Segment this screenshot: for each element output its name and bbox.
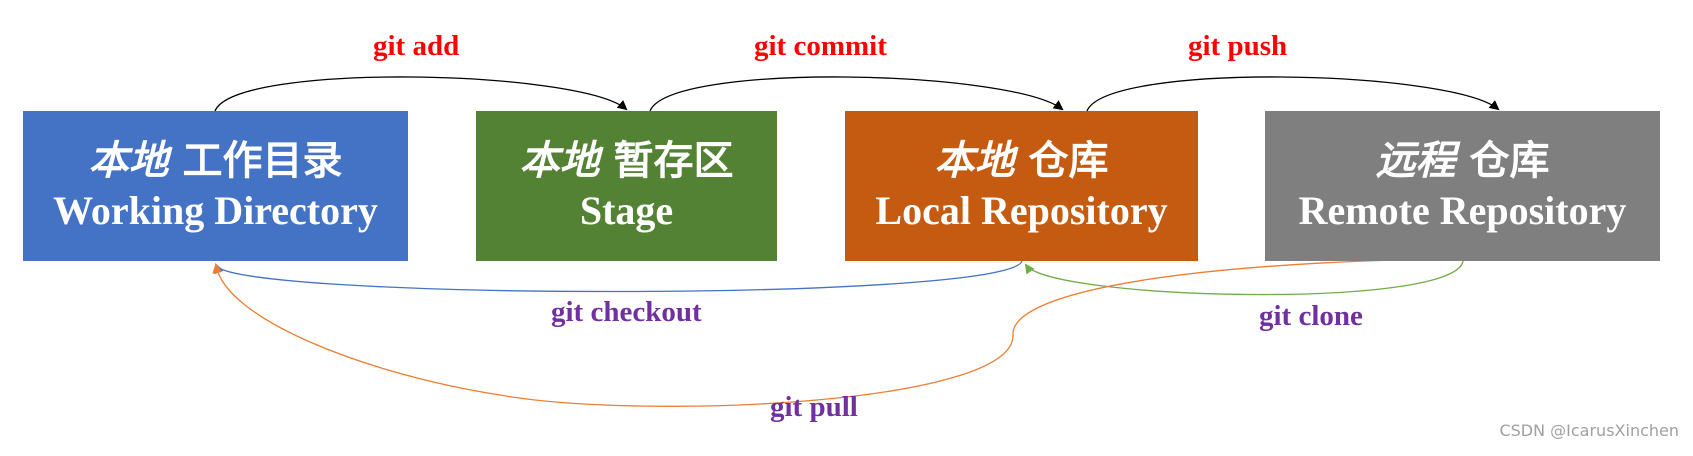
stage-zh-em: 本地 — [519, 138, 600, 184]
git-commit-arrow — [649, 76, 1064, 112]
git-pull-arrow — [212, 257, 1531, 407]
git-add-label: git add — [373, 30, 460, 62]
local-repository-box: 本地 仓库 Local Repository — [845, 111, 1198, 261]
git-clone-label: git clone — [1259, 300, 1363, 332]
working-directory-box: 本地 工作目录 Working Directory — [23, 111, 408, 261]
git-checkout-arrow — [214, 260, 1023, 293]
local-repository-zh-em: 本地 — [934, 138, 1015, 184]
local-repository-zh-rest: 仓库 — [1014, 138, 1109, 184]
stage-zh-rest: 暂存区 — [599, 138, 734, 184]
stage-zh: 本地 暂存区 — [520, 136, 734, 186]
remote-repository-zh-rest: 仓库 — [1455, 138, 1550, 184]
working-directory-zh-rest: 工作目录 — [168, 138, 343, 184]
remote-repository-box: 远程 仓库 Remote Repository — [1265, 111, 1660, 261]
working-directory-zh-em: 本地 — [88, 138, 169, 184]
git-pull-label: git pull — [770, 391, 858, 423]
remote-repository-en: Remote Repository — [1298, 188, 1627, 233]
local-repository-zh: 本地 仓库 — [935, 136, 1109, 186]
git-commit-label: git commit — [754, 30, 887, 62]
git-checkout-label: git checkout — [551, 296, 702, 328]
local-repository-en: Local Repository — [875, 188, 1168, 233]
git-push-label: git push — [1188, 30, 1288, 62]
remote-repository-zh: 远程 仓库 — [1376, 136, 1550, 186]
stage-box: 本地 暂存区 Stage — [476, 111, 777, 261]
git-add-arrow — [214, 76, 628, 112]
working-directory-en: Working Directory — [53, 188, 378, 233]
git-push-arrow — [1086, 76, 1500, 112]
stage-en: Stage — [579, 188, 674, 233]
remote-repository-zh-em: 远程 — [1375, 138, 1456, 184]
watermark: CSDN @IcarusXinchen — [1499, 421, 1679, 440]
working-directory-zh: 本地 工作目录 — [89, 136, 343, 186]
git-clone-arrow — [1024, 260, 1464, 296]
